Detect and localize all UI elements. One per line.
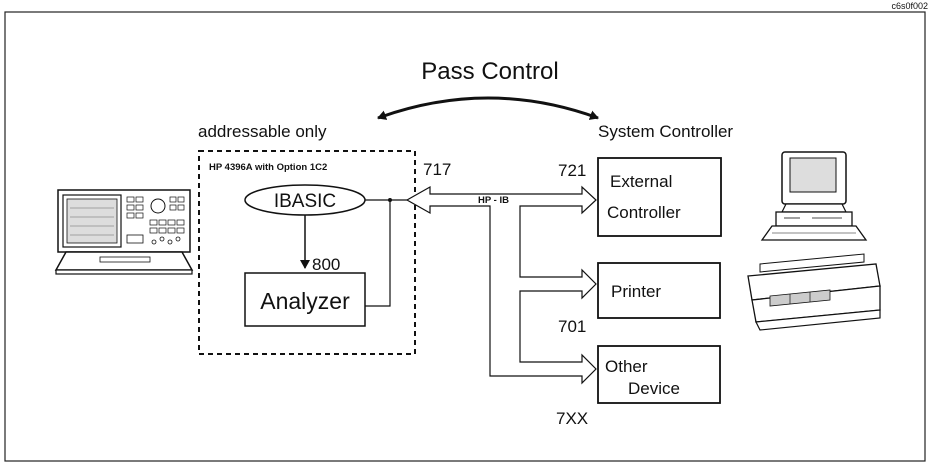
analyzer-label: Analyzer xyxy=(260,288,350,314)
analyzer-bus-line xyxy=(365,200,390,306)
external-controller-line1: External xyxy=(610,172,672,191)
system-controller-label: System Controller xyxy=(598,122,733,141)
external-controller-address: 721 xyxy=(558,161,586,180)
other-device-address: 7XX xyxy=(556,409,588,428)
pass-control-arrow xyxy=(378,98,598,118)
printer-label: Printer xyxy=(611,282,661,301)
printer-icon xyxy=(748,254,880,330)
printer-address: 701 xyxy=(558,317,586,336)
figure-id: c6s0f002 xyxy=(891,1,928,11)
instrument-caption: HP 4396A with Option 1C2 xyxy=(209,162,327,173)
pass-control-title: Pass Control xyxy=(421,58,558,85)
other-device-line1: Other xyxy=(605,357,648,376)
ibasic-label: IBASIC xyxy=(274,191,336,212)
instrument-address: 717 xyxy=(423,160,451,179)
other-device-line2: Device xyxy=(628,379,680,398)
computer-icon xyxy=(762,152,866,240)
network-analyzer-icon xyxy=(56,190,192,274)
hpib-bus xyxy=(407,187,596,383)
addressable-only-label: addressable only xyxy=(198,122,327,141)
hpib-label: HP - IB xyxy=(478,195,509,206)
analyzer-address: 800 xyxy=(312,255,340,274)
external-controller-box xyxy=(598,158,721,236)
external-controller-line2: Controller xyxy=(607,203,681,222)
